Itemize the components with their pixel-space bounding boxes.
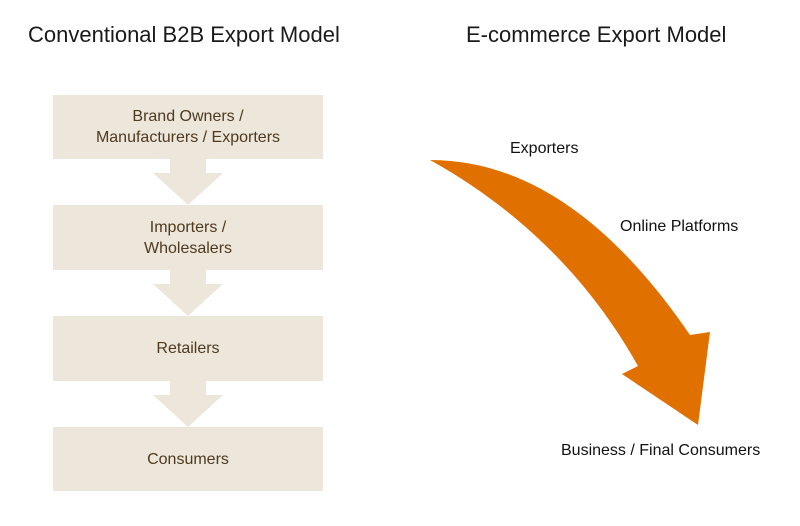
step-retailers-box: Retailers [53,316,323,381]
step-consumers-box: Consumers [53,427,323,491]
exporters-label: Exporters [510,140,579,157]
down-arrow-icon [153,159,223,205]
down-arrow-icon [153,381,223,427]
curved-arrow-icon [430,160,710,425]
step-importers-box: Importers / Wholesalers [53,205,323,270]
down-arrow-icon [153,270,223,316]
online-platforms-label: Online Platforms [620,218,739,235]
step-retailers-label: Retailers [156,340,220,357]
ecommerce-model-title: E-commerce Export Model [466,22,727,47]
conventional-model-title: Conventional B2B Export Model [28,22,340,47]
step-consumers-label: Consumers [147,450,229,468]
step-brand-owners-box: Brand Owners / Manufacturers / Exporters [53,95,323,159]
step-brand-owners-label: Brand Owners / Manufacturers / Exporters [95,108,281,146]
business-final-consumers-label: Business / Final Consumers [561,442,761,459]
step-importers-label: Importers / Wholesalers [143,218,233,257]
